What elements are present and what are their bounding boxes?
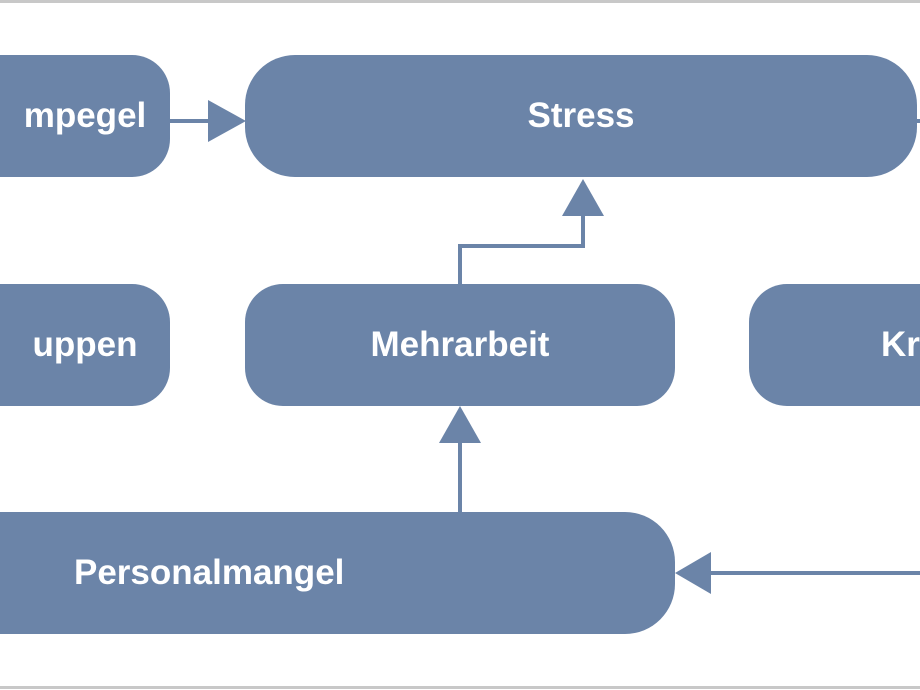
bottom-frame-line: [0, 686, 920, 689]
arrowhead-into-personalmangel: [675, 552, 711, 594]
node-kr-label: Kr: [881, 325, 920, 364]
node-pegel: mpegel: [0, 55, 170, 177]
connector-mehrarbeit-to-stress: [458, 213, 585, 285]
top-frame-line: [0, 0, 920, 3]
node-pegel-label: mpegel: [23, 96, 147, 135]
node-personalmangel: Personalmangel: [0, 512, 675, 634]
arrowhead-into-mehrarbeit: [439, 406, 481, 443]
node-mehrarbeit: Mehrarbeit: [245, 284, 675, 406]
node-gruppen: uppen: [0, 284, 170, 406]
arrowhead-into-stress-bottom: [562, 179, 604, 216]
node-gruppen-label: uppen: [32, 325, 138, 364]
node-stress-label: Stress: [527, 96, 635, 135]
arrowhead-into-stress-left: [208, 100, 246, 142]
node-stress: Stress: [245, 55, 917, 177]
node-kr: Kr: [749, 284, 920, 406]
node-personalmangel-label: Personalmangel: [74, 553, 345, 592]
node-mehrarbeit-label: Mehrarbeit: [370, 325, 550, 364]
